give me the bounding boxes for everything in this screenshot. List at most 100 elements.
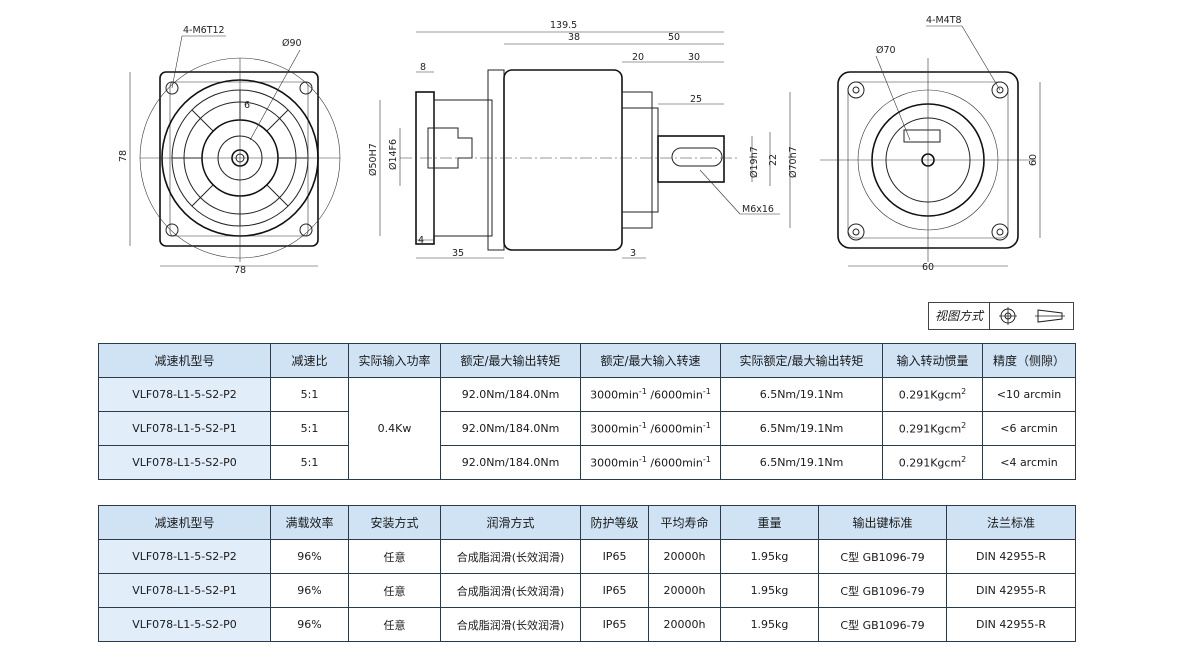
life-cell: 20000h bbox=[648, 573, 721, 608]
header-ratio: 减速比 bbox=[270, 343, 349, 378]
lube-cell: 合成脂润滑(长效润滑) bbox=[440, 607, 581, 642]
header-flange: 法兰标准 bbox=[946, 505, 1076, 540]
mount-cell: 任意 bbox=[348, 573, 441, 608]
speed-cell: 3000min-1 /6000min-1 bbox=[580, 377, 721, 412]
speed-cell: 3000min-1 /6000min-1 bbox=[580, 411, 721, 446]
bore-14-label: Ø14F6 bbox=[388, 139, 399, 170]
front-pcd-label: Ø90 bbox=[282, 38, 302, 49]
actual-torque-cell: 6.5Nm/19.1Nm bbox=[720, 411, 883, 446]
ip-cell: IP65 bbox=[580, 607, 649, 642]
weight-cell: 1.95kg bbox=[720, 573, 819, 608]
key-cell: C型 GB1096-79 bbox=[818, 573, 947, 608]
technical-drawings: 78 78 4-M6T12 Ø90 6 139.5 38 50 20 bbox=[118, 15, 1041, 276]
inertia-cell: 0.291Kgcm2 bbox=[882, 377, 983, 412]
view-mode-label: 视图方式 bbox=[929, 303, 990, 329]
precision-cell: <10 arcmin bbox=[982, 377, 1076, 412]
model-cell: VLF078-L1-5-S2-P2 bbox=[98, 539, 271, 574]
table-row: VLF078-L1-5-S2-P1 5:1 92.0Nm/184.0Nm 300… bbox=[98, 411, 1076, 446]
flange-cell: DIN 42955-R bbox=[946, 607, 1076, 642]
actual-torque-cell: 6.5Nm/19.1Nm bbox=[720, 445, 883, 480]
lube-cell: 合成脂润滑(长效润滑) bbox=[440, 539, 581, 574]
table-row: VLF078-L1-5-S2-P0 96% 任意 合成脂润滑(长效润滑) IP6… bbox=[98, 607, 1076, 642]
life-cell: 20000h bbox=[648, 539, 721, 574]
dim-22-label: 22 bbox=[768, 154, 779, 166]
model-cell: VLF078-L1-5-S2-P0 bbox=[98, 607, 271, 642]
precision-cell: <4 arcmin bbox=[982, 445, 1076, 480]
torque-cell: 92.0Nm/184.0Nm bbox=[440, 411, 581, 446]
header-efficiency: 满载效率 bbox=[270, 505, 349, 540]
power-cell: 0.4Kw bbox=[348, 377, 441, 480]
actual-torque-cell: 6.5Nm/19.1Nm bbox=[720, 377, 883, 412]
dim-3-label: 3 bbox=[630, 248, 636, 259]
ip-cell: IP65 bbox=[580, 539, 649, 574]
header-torque: 额定/最大输出转矩 bbox=[440, 343, 581, 378]
ratio-cell: 5:1 bbox=[270, 445, 349, 480]
weight-cell: 1.95kg bbox=[720, 607, 819, 642]
header-lube: 润滑方式 bbox=[440, 505, 581, 540]
dim-50-label: 50 bbox=[668, 32, 680, 43]
rear-bolt-label: 4-M4T8 bbox=[926, 15, 962, 26]
mount-cell: 任意 bbox=[348, 607, 441, 642]
thread-label: M6x16 bbox=[742, 204, 774, 215]
side-view: 139.5 38 50 20 30 25 8 Ø50H7 Ø14F6 4 35 … bbox=[368, 20, 799, 259]
header-ip: 防护等级 bbox=[580, 505, 649, 540]
model-cell: VLF078-L1-5-S2-P2 bbox=[98, 377, 271, 412]
inertia-cell: 0.291Kgcm2 bbox=[882, 411, 983, 446]
key-cell: C型 GB1096-79 bbox=[818, 607, 947, 642]
efficiency-cell: 96% bbox=[270, 607, 349, 642]
table-row: VLF078-L1-5-S2-P1 96% 任意 合成脂润滑(长效润滑) IP6… bbox=[98, 573, 1076, 608]
key-cell: C型 GB1096-79 bbox=[818, 539, 947, 574]
weight-cell: 1.95kg bbox=[720, 539, 819, 574]
torque-cell: 92.0Nm/184.0Nm bbox=[440, 445, 581, 480]
torque-cell: 92.0Nm/184.0Nm bbox=[440, 377, 581, 412]
model-cell: VLF078-L1-5-S2-P1 bbox=[98, 411, 271, 446]
ratio-cell: 5:1 bbox=[270, 377, 349, 412]
header-weight: 重量 bbox=[720, 505, 819, 540]
model-cell: VLF078-L1-5-S2-P1 bbox=[98, 573, 271, 608]
front-bolt-label: 4-M6T12 bbox=[183, 25, 225, 36]
efficiency-cell: 96% bbox=[270, 539, 349, 574]
header-precision: 精度（侧隙） bbox=[982, 343, 1076, 378]
header-model: 减速机型号 bbox=[98, 343, 271, 378]
precision-cell: <6 arcmin bbox=[982, 411, 1076, 446]
speed-cell: 3000min-1 /6000min-1 bbox=[580, 445, 721, 480]
first-angle-circle-icon bbox=[999, 307, 1018, 325]
header-power: 实际输入功率 bbox=[348, 343, 441, 378]
table-row: VLF078-L1-5-S2-P0 5:1 92.0Nm/184.0Nm 300… bbox=[98, 445, 1076, 480]
view-mode-box: 视图方式 bbox=[928, 302, 1074, 330]
ip-cell: IP65 bbox=[580, 573, 649, 608]
lube-cell: 合成脂润滑(长效润滑) bbox=[440, 573, 581, 608]
front-width-label: 78 bbox=[234, 265, 246, 276]
dim-25-label: 25 bbox=[690, 94, 702, 105]
projection-cone-icon bbox=[1034, 309, 1065, 323]
shaft-19-label: Ø19h7 bbox=[749, 146, 760, 178]
rear-height-label: 60 bbox=[1028, 154, 1039, 166]
header-model: 减速机型号 bbox=[98, 505, 271, 540]
header-mount: 安装方式 bbox=[348, 505, 441, 540]
ratio-cell: 5:1 bbox=[270, 411, 349, 446]
dim-38-label: 38 bbox=[568, 32, 580, 43]
rear-width-label: 60 bbox=[922, 262, 934, 273]
dim-30-label: 30 bbox=[688, 52, 700, 63]
header-life: 平均寿命 bbox=[648, 505, 721, 540]
flange-cell: DIN 42955-R bbox=[946, 573, 1076, 608]
general-spec-table: 减速机型号 满载效率 安装方式 润滑方式 防护等级 平均寿命 重量 输出键标准 … bbox=[98, 505, 1076, 642]
front-keyway-label: 6 bbox=[244, 100, 250, 111]
header-key: 输出键标准 bbox=[818, 505, 947, 540]
dim-35-label: 35 bbox=[452, 248, 464, 259]
mount-cell: 任意 bbox=[348, 539, 441, 574]
table-row: VLF078-L1-5-S2-P2 96% 任意 合成脂润滑(长效润滑) IP6… bbox=[98, 539, 1076, 574]
rear-view: 60 60 4-M4T8 Ø70 bbox=[820, 15, 1041, 273]
header-inertia: 输入转动惯量 bbox=[882, 343, 983, 378]
inertia-cell: 0.291Kgcm2 bbox=[882, 445, 983, 480]
flange-cell: DIN 42955-R bbox=[946, 539, 1076, 574]
performance-spec-table: 减速机型号 减速比 实际输入功率 额定/最大输出转矩 额定/最大输入转速 实际额… bbox=[98, 343, 1076, 480]
model-cell: VLF078-L1-5-S2-P0 bbox=[98, 445, 271, 480]
rear-pcd-label: Ø70 bbox=[876, 45, 896, 56]
bore-50-label: Ø50H7 bbox=[368, 143, 379, 176]
total-length-label: 139.5 bbox=[550, 20, 577, 31]
dim-4-label: 4 bbox=[418, 235, 424, 246]
pilot-70-label: Ø70h7 bbox=[788, 146, 799, 178]
efficiency-cell: 96% bbox=[270, 573, 349, 608]
front-view: 78 78 4-M6T12 Ø90 6 bbox=[118, 25, 341, 276]
